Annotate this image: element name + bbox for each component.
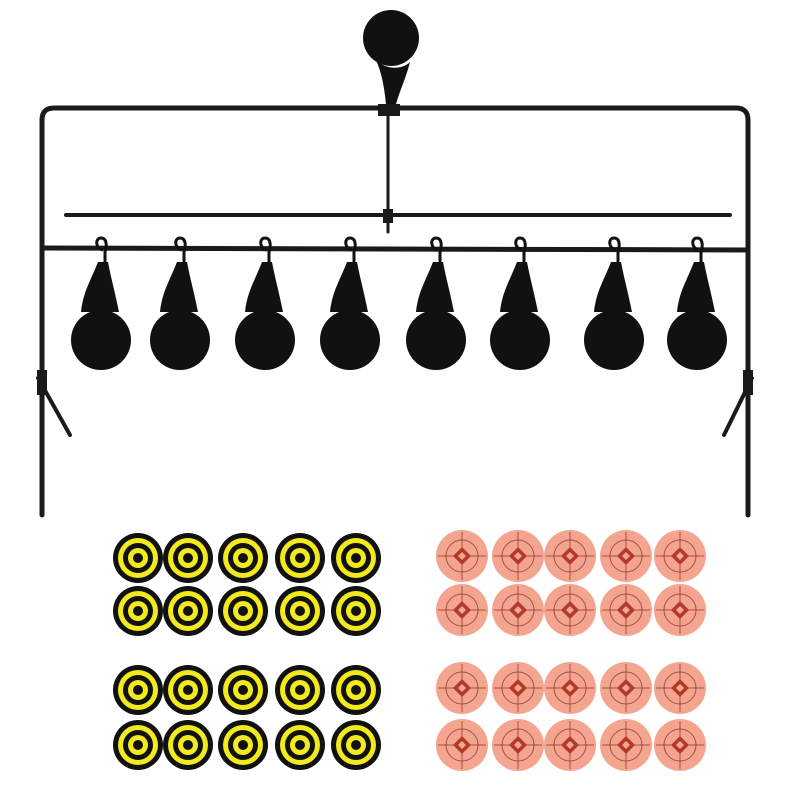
orange-diamond-sticker (436, 584, 488, 636)
plate-hook (344, 236, 357, 262)
orange-diamond-sticker (544, 530, 596, 582)
hanging-plate (150, 236, 210, 370)
yellow-bullseye-sticker (331, 720, 381, 770)
hanging-plate (320, 236, 380, 370)
center-pivot-sleeve (383, 209, 393, 223)
plate-disc (235, 310, 295, 370)
plate-hook (95, 236, 108, 262)
plate-disc (584, 310, 644, 370)
yellow-bullseye-sticker (218, 720, 268, 770)
yellow-bullseye-sticker (163, 533, 213, 583)
orange-diamond-sticker (492, 662, 544, 714)
yellow-bullseye-sticker (113, 665, 163, 715)
plate-disc (150, 310, 210, 370)
yellow-bullseye-sticker (218, 665, 268, 715)
frame-hanging-bar (39, 245, 751, 253)
top-pivot-sleeve (378, 104, 400, 116)
orange-diamond-sticker (436, 662, 488, 714)
yellow-bullseye-sticker (275, 665, 325, 715)
plate-hook (691, 236, 704, 262)
yellow-bullseye-sticker (113, 720, 163, 770)
top-paddle-twist (376, 60, 410, 104)
yellow-bullseye-sticker (218, 533, 268, 583)
orange-diamond-sticker (544, 719, 596, 771)
top-paddle-target (363, 10, 419, 104)
yellow-bullseye-sticker (275, 720, 325, 770)
plate-twist (416, 262, 454, 312)
yellow-bullseye-sticker (331, 533, 381, 583)
orange-diamond-sticker (654, 662, 706, 714)
plate-disc (667, 310, 727, 370)
plate-hook (430, 236, 443, 262)
yellow-bullseye-sticker (163, 586, 213, 636)
yellow-bullseye-sticker (331, 586, 381, 636)
plate-disc (320, 310, 380, 370)
hanging-plates (71, 236, 727, 370)
top-paddle-disc (363, 10, 419, 66)
orange-diamond-sticker (492, 530, 544, 582)
yellow-sticker-sheet-top (113, 533, 381, 636)
plate-hook (174, 236, 187, 262)
left-leg-clamp (37, 370, 47, 395)
hanging-plate (71, 236, 131, 370)
plate-twist (500, 262, 538, 312)
orange-diamond-sticker (600, 530, 652, 582)
yellow-bullseye-sticker (163, 665, 213, 715)
plate-disc (406, 310, 466, 370)
plate-twist (245, 262, 283, 312)
yellow-bullseye-sticker (113, 586, 163, 636)
orange-sticker-sheet-top (436, 530, 706, 636)
hanging-plate (406, 236, 466, 370)
orange-diamond-sticker (600, 719, 652, 771)
plate-twist (81, 262, 119, 312)
orange-diamond-sticker (654, 719, 706, 771)
orange-sticker-sheet-bottom (436, 662, 706, 771)
orange-diamond-sticker (544, 584, 596, 636)
orange-diamond-sticker (544, 662, 596, 714)
yellow-bullseye-sticker (218, 586, 268, 636)
orange-diamond-sticker (492, 719, 544, 771)
orange-diamond-sticker (654, 530, 706, 582)
plate-twist (160, 262, 198, 312)
hanging-plate (490, 236, 550, 370)
plate-hook (608, 236, 621, 262)
orange-diamond-sticker (600, 584, 652, 636)
orange-diamond-sticker (600, 662, 652, 714)
steel-frame (36, 104, 754, 518)
orange-diamond-sticker (436, 719, 488, 771)
hanging-plate (584, 236, 644, 370)
yellow-bullseye-sticker (331, 665, 381, 715)
yellow-bullseye-sticker (275, 533, 325, 583)
orange-diamond-sticker (654, 584, 706, 636)
plate-hook (259, 236, 272, 262)
plate-disc (490, 310, 550, 370)
plate-disc (71, 310, 131, 370)
plate-twist (594, 262, 632, 312)
orange-diamond-sticker (492, 584, 544, 636)
hanging-plate (667, 236, 727, 370)
plate-twist (677, 262, 715, 312)
yellow-bullseye-sticker (113, 533, 163, 583)
right-leg-clamp (743, 370, 753, 395)
orange-diamond-sticker (436, 530, 488, 582)
hanging-plate (235, 236, 295, 370)
yellow-bullseye-sticker (163, 720, 213, 770)
plate-twist (330, 262, 368, 312)
yellow-bullseye-sticker (275, 586, 325, 636)
plate-hook (514, 236, 527, 262)
yellow-sticker-sheet-bottom (113, 665, 381, 770)
